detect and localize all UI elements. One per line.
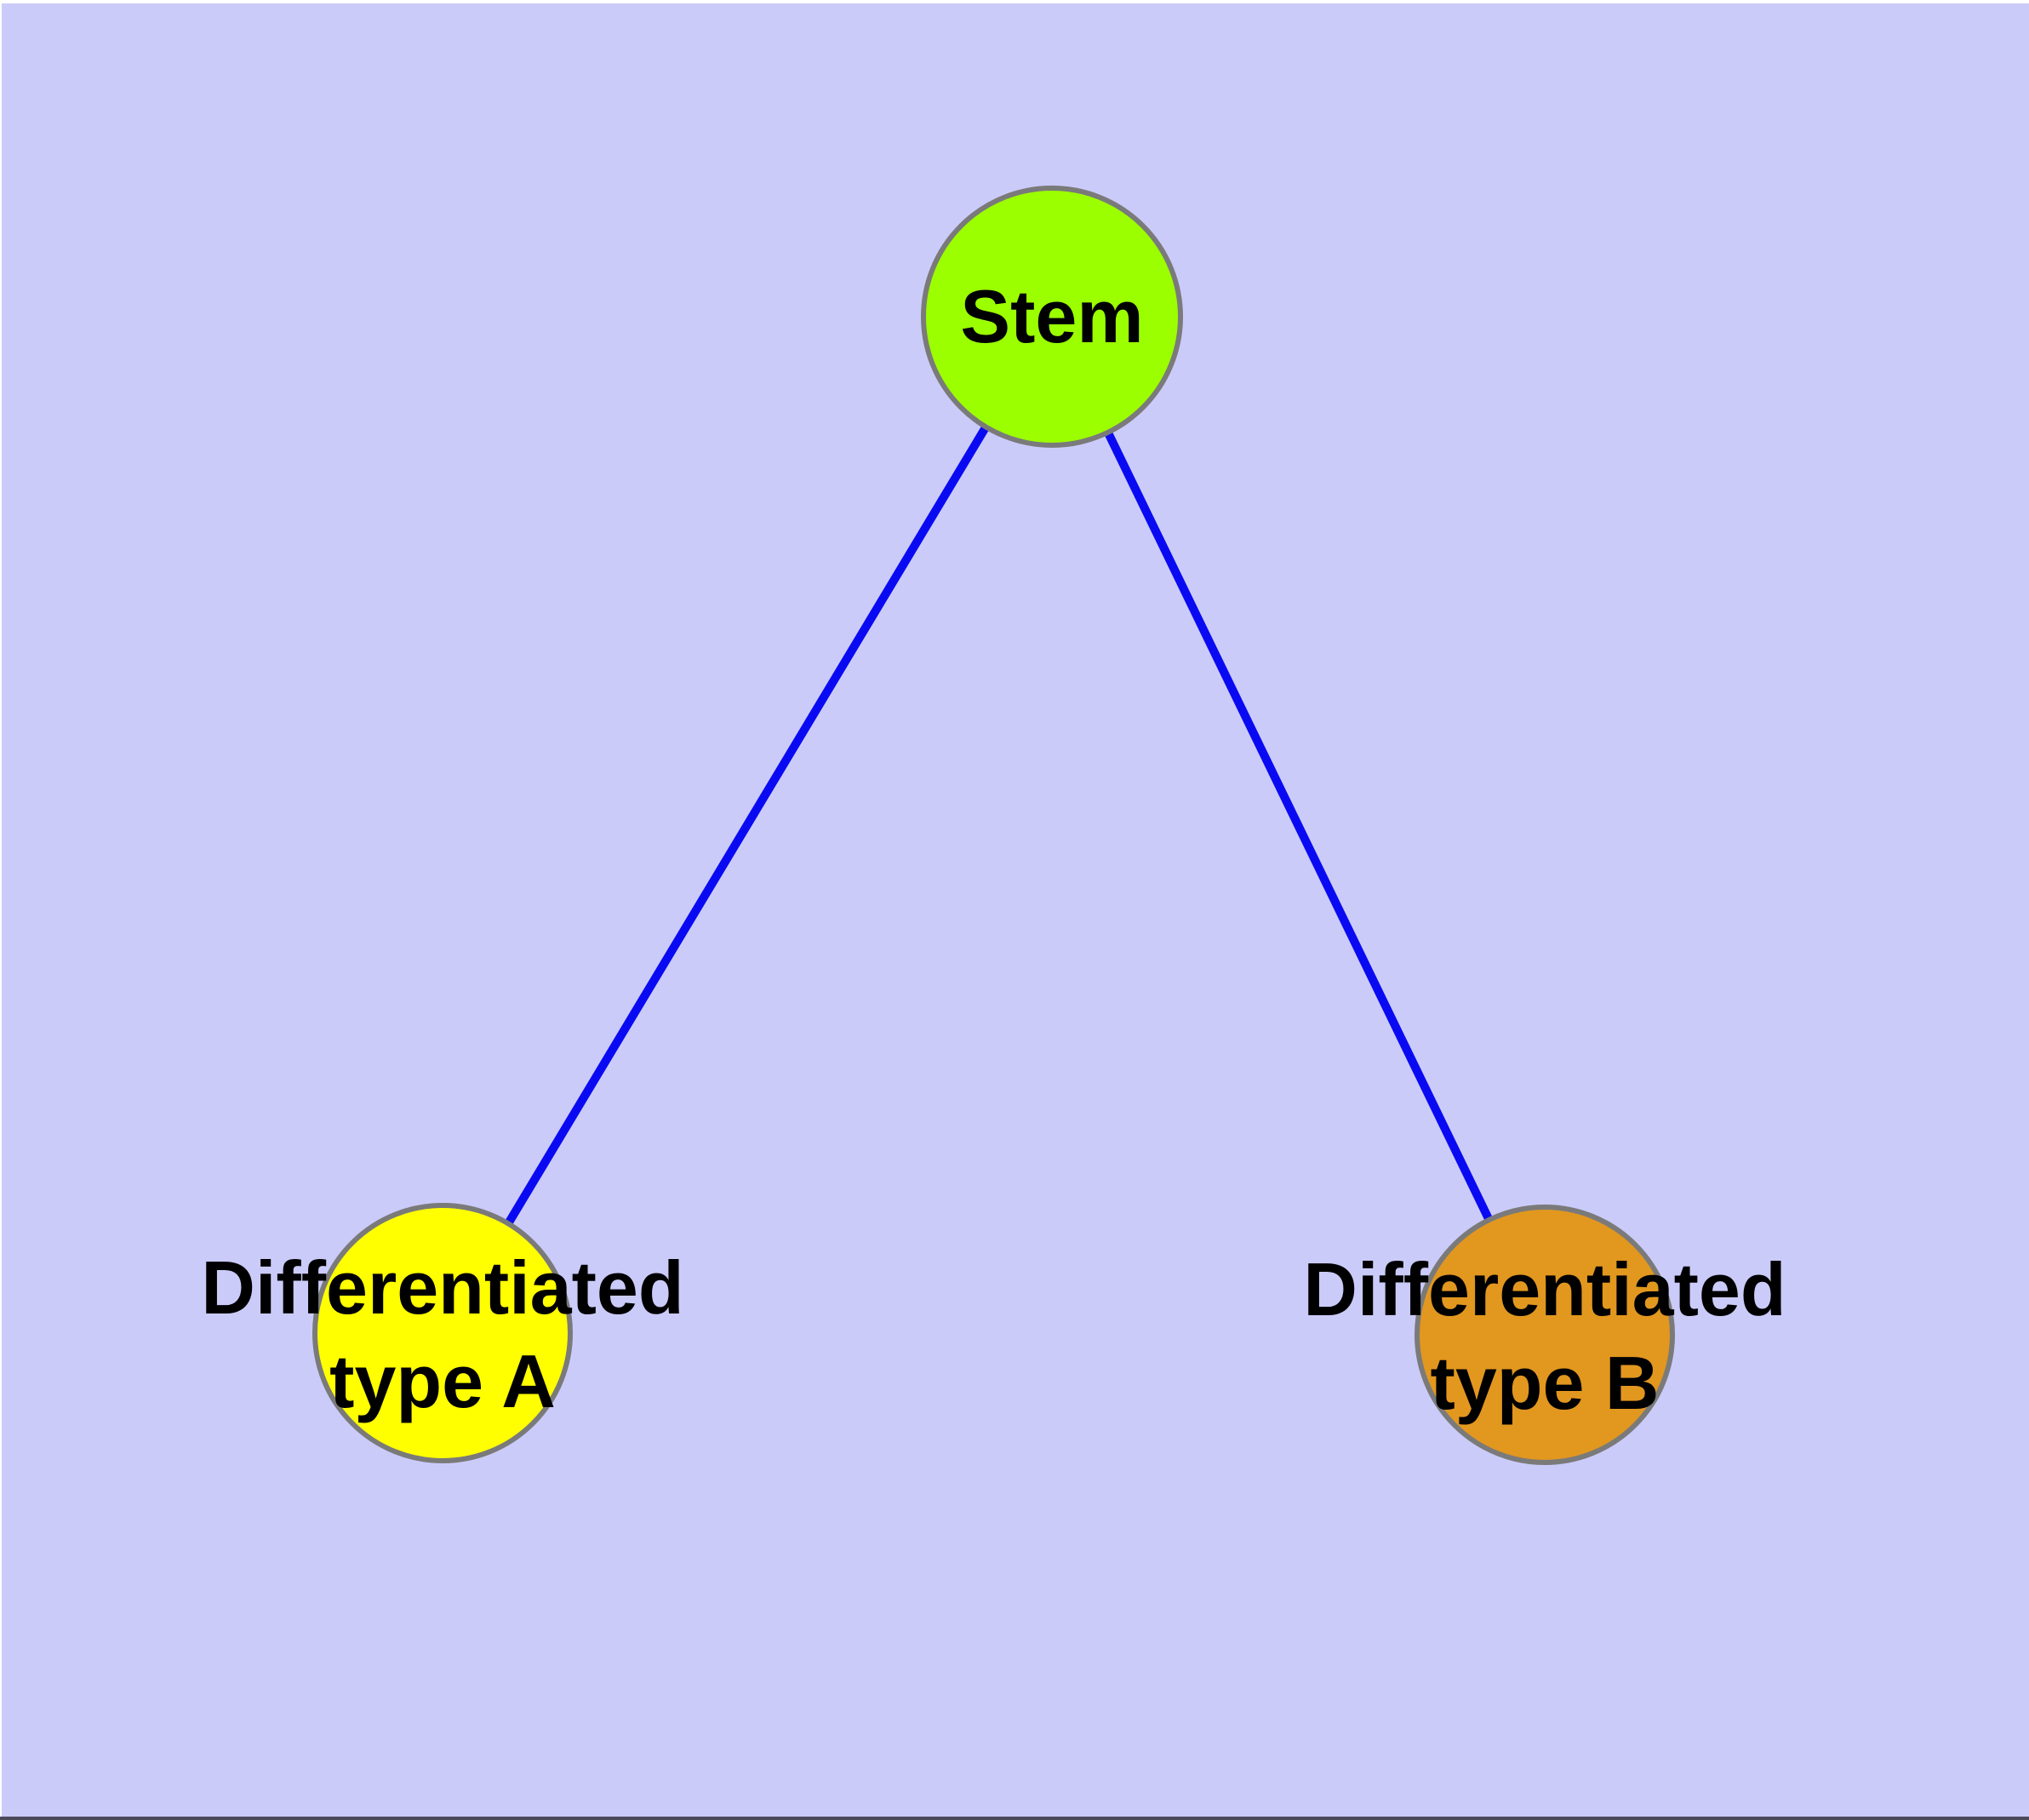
node-type-a-circle xyxy=(312,1203,573,1463)
canvas-left-margin xyxy=(0,0,2,1820)
node-type-b-circle xyxy=(1415,1205,1675,1465)
edge-stem-to-type-a xyxy=(438,314,1056,1336)
edge-stem-to-type-b xyxy=(1048,314,1549,1337)
canvas-bottom-border xyxy=(0,1817,2029,1820)
node-stem-circle xyxy=(921,186,1183,448)
canvas-top-margin xyxy=(0,0,2029,3)
